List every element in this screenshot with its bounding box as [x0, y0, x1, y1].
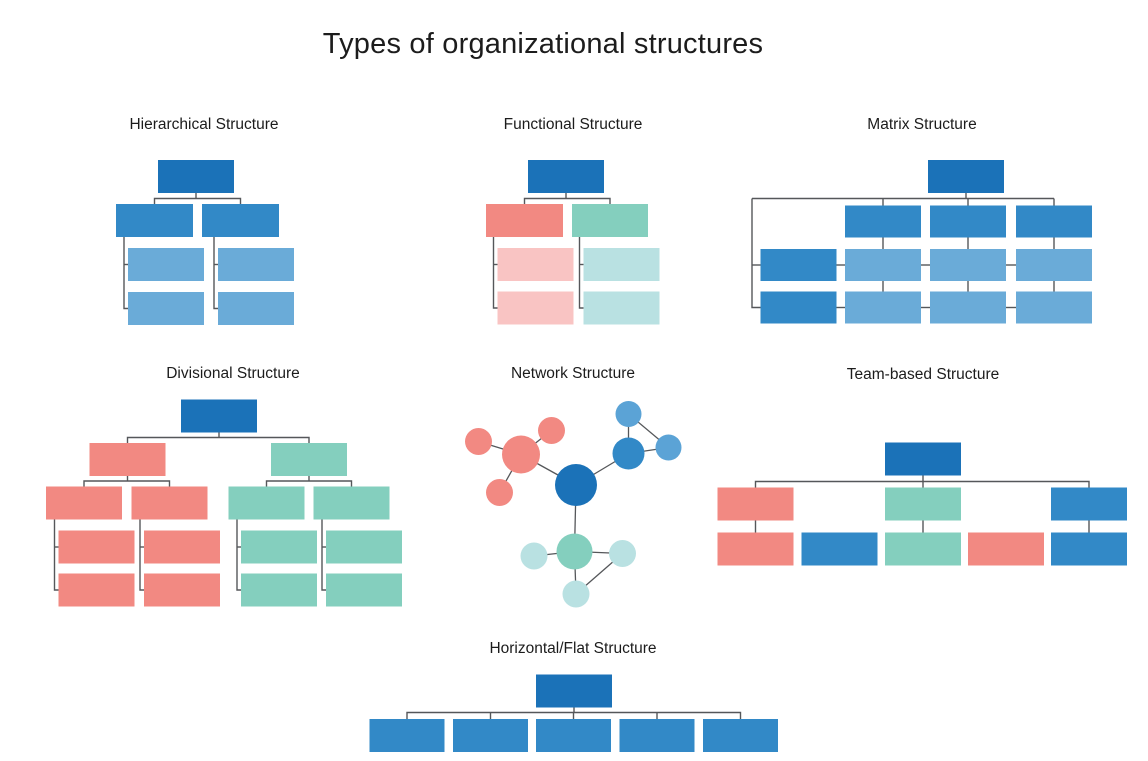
org-box — [717, 487, 794, 521]
panel-horizontal-flat — [369, 674, 778, 752]
org-box — [717, 532, 794, 566]
org-box — [144, 530, 220, 564]
org-box — [1016, 205, 1092, 238]
connector-line — [321, 519, 326, 591]
panel-functional — [486, 160, 660, 325]
page-title: Types of organizational structures — [322, 28, 764, 60]
org-box — [116, 204, 193, 237]
org-box — [845, 205, 921, 238]
org-box — [181, 399, 257, 433]
org-box — [58, 573, 135, 607]
org-box — [845, 249, 921, 281]
panel-matrix — [751, 160, 1092, 324]
connector-line — [236, 519, 241, 591]
org-box — [572, 204, 648, 237]
org-box — [89, 443, 166, 476]
connector-line — [492, 237, 498, 309]
org-box — [453, 719, 528, 752]
org-box — [536, 719, 611, 752]
org-box — [497, 291, 574, 325]
panel-title-matrix: Matrix Structure — [867, 116, 977, 133]
connector-line — [578, 237, 584, 309]
org-box — [326, 573, 402, 607]
org-box — [46, 486, 122, 520]
org-box — [583, 248, 660, 281]
connector-line — [153, 197, 242, 204]
network-node — [486, 479, 513, 506]
connector-line — [123, 237, 128, 310]
org-box — [928, 160, 1004, 193]
org-box — [528, 160, 604, 193]
panel-title-horizontal-flat: Horizontal/Flat Structure — [489, 640, 657, 657]
org-box — [1051, 532, 1127, 566]
panel-title-functional: Functional Structure — [503, 116, 643, 133]
network-node — [465, 428, 492, 455]
org-box — [1051, 487, 1127, 521]
org-box — [131, 486, 208, 520]
org-box — [158, 160, 234, 193]
org-box — [228, 486, 305, 520]
org-box — [760, 249, 837, 281]
network-node — [555, 464, 597, 506]
org-box — [536, 674, 612, 708]
org-box — [218, 292, 294, 325]
org-box — [760, 291, 837, 324]
connector-line — [265, 480, 353, 487]
org-box — [930, 291, 1006, 324]
org-box — [885, 532, 961, 566]
network-node — [615, 401, 642, 427]
org-box — [271, 443, 347, 476]
network-node — [612, 437, 645, 470]
panel-hierarchical — [116, 160, 294, 325]
org-box — [326, 530, 402, 564]
org-box — [583, 291, 660, 325]
org-box — [930, 205, 1006, 238]
org-box — [845, 291, 921, 324]
org-box — [128, 248, 204, 281]
org-box — [1016, 249, 1092, 281]
connector-line — [754, 480, 1090, 488]
network-node — [538, 417, 565, 444]
org-box — [369, 719, 445, 752]
panel-divisional — [46, 399, 402, 607]
network-node — [502, 435, 540, 474]
org-box — [801, 532, 878, 566]
org-box — [619, 719, 695, 752]
connector-line — [751, 198, 761, 309]
org-box — [1016, 291, 1092, 324]
org-box — [128, 292, 204, 325]
network-node — [655, 434, 682, 461]
connector-line — [53, 519, 59, 591]
org-box — [218, 248, 294, 281]
network-node — [562, 580, 590, 608]
connector-line — [126, 436, 310, 443]
network-node — [609, 540, 636, 567]
connector-line — [523, 197, 611, 204]
org-box — [703, 719, 778, 752]
connector-line — [213, 237, 218, 310]
org-box — [968, 532, 1044, 566]
org-box — [58, 530, 135, 564]
org-box — [486, 204, 563, 237]
panel-title-divisional: Divisional Structure — [166, 365, 300, 382]
org-box — [241, 573, 317, 607]
panel-title-team-based: Team-based Structure — [846, 366, 1000, 383]
org-box — [497, 248, 574, 281]
org-box — [202, 204, 279, 237]
panel-title-hierarchical: Hierarchical Structure — [129, 116, 279, 133]
org-box — [885, 487, 961, 521]
org-box — [885, 442, 961, 476]
network-node — [520, 542, 548, 570]
connector-line — [83, 480, 171, 487]
panel-title-network: Network Structure — [510, 365, 636, 382]
org-box — [313, 486, 390, 520]
connector-line — [139, 519, 144, 591]
network-node — [556, 533, 593, 570]
org-box — [241, 530, 317, 564]
org-box — [144, 573, 220, 607]
org-box — [930, 249, 1006, 281]
panel-team-based — [717, 442, 1127, 566]
panel-network — [465, 401, 682, 608]
